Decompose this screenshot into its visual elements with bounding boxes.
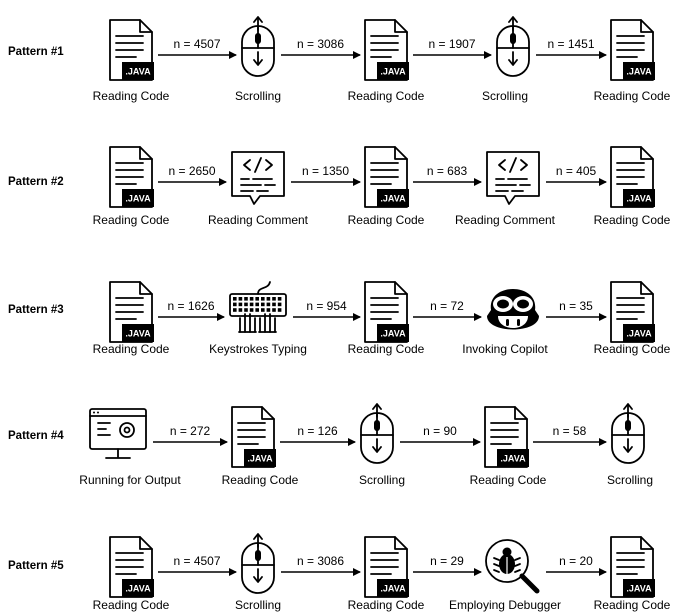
transition-count: n = 72 [430,299,464,313]
transition-count: n = 20 [559,554,593,568]
java-file-icon: .JAVA [109,19,154,81]
transition-count: n = 58 [553,424,587,438]
debugger-icon [485,539,540,594]
svg-text:.JAVA: .JAVA [247,454,273,464]
step-caption: Scrolling [607,473,653,487]
pattern-label: Pattern #2 [8,176,64,188]
step-caption: Reading Code [93,342,170,356]
step-caption: Reading Code [594,89,671,103]
mouse-scroll-icon [611,403,645,464]
transition-count: n = 4507 [173,37,220,51]
svg-text:.JAVA: .JAVA [125,329,151,339]
step-caption: Reading Code [222,473,299,487]
pattern-row: Pattern #3 .JAVA Reading Code Keystrokes Ty… [8,281,671,356]
pattern-row: Pattern #2 .JAVA Reading Code Reading Comme… [8,146,671,227]
step-caption: Reading Code [93,598,170,612]
step-caption: Reading Code [470,473,547,487]
svg-text:.JAVA: .JAVA [380,67,406,77]
svg-text:.JAVA: .JAVA [380,194,406,204]
copilot-icon [487,289,539,330]
java-file-icon: .JAVA [109,536,154,598]
step-caption: Scrolling [235,89,281,103]
step-caption: Reading Code [594,598,671,612]
java-file-icon: .JAVA [364,19,409,81]
pattern-label: Pattern #5 [8,560,64,572]
mouse-scroll-icon [360,403,394,464]
svg-text:.JAVA: .JAVA [500,454,526,464]
java-file-icon: .JAVA [610,536,655,598]
transition-count: n = 3086 [297,37,344,51]
svg-text:.JAVA: .JAVA [626,584,652,594]
svg-text:.JAVA: .JAVA [125,67,151,77]
transition-count: n = 683 [427,164,468,178]
transition-count: n = 954 [306,299,347,313]
transition-count: n = 29 [430,554,464,568]
transition-count: n = 2650 [168,164,215,178]
step-caption: Scrolling [235,598,281,612]
transition-count: n = 405 [556,164,597,178]
monitor-run-icon [89,408,147,459]
java-file-icon: .JAVA [610,281,655,343]
pattern-row: Pattern #1 .JAVA Reading Code Scrolling .JAV… [8,16,671,103]
pattern-label: Pattern #1 [8,46,64,58]
transition-count: n = 90 [423,424,457,438]
step-caption: Employing Debugger [449,598,561,612]
java-file-icon: .JAVA [610,146,655,208]
svg-text:.JAVA: .JAVA [125,194,151,204]
transition-count: n = 35 [559,299,593,313]
step-caption: Reading Code [348,342,425,356]
svg-text:.JAVA: .JAVA [626,329,652,339]
step-caption: Scrolling [359,473,405,487]
comment-code-icon [231,151,285,205]
keyboard-typing-icon [229,281,287,333]
step-caption: Running for Output [79,473,181,487]
step-caption: Reading Code [93,89,170,103]
pattern-row: Pattern #5 .JAVA Reading Code Scrolling .JAV… [8,533,671,612]
step-caption: Reading Code [594,342,671,356]
java-file-icon: .JAVA [364,281,409,343]
svg-text:.JAVA: .JAVA [626,194,652,204]
transition-count: n = 272 [170,424,211,438]
step-caption: Reading Comment [208,213,309,227]
pattern-label: Pattern #4 [8,430,64,442]
svg-text:.JAVA: .JAVA [626,67,652,77]
svg-text:.JAVA: .JAVA [125,584,151,594]
step-caption: Reading Code [594,213,671,227]
transition-count: n = 126 [297,424,338,438]
transition-count: n = 3086 [297,554,344,568]
transition-count: n = 1451 [547,37,594,51]
svg-text:.JAVA: .JAVA [380,584,406,594]
step-caption: Reading Code [93,213,170,227]
java-file-icon: .JAVA [610,19,655,81]
comment-code-icon [486,151,540,205]
mouse-scroll-icon [496,16,530,77]
step-caption: Reading Code [348,89,425,103]
transition-count: n = 1907 [428,37,475,51]
svg-text:.JAVA: .JAVA [380,329,406,339]
step-caption: Reading Code [348,213,425,227]
java-file-icon: .JAVA [231,406,276,468]
java-file-icon: .JAVA [484,406,529,468]
step-caption: Reading Code [348,598,425,612]
step-caption: Invoking Copilot [462,342,548,356]
step-caption: Reading Comment [455,213,556,227]
java-file-icon: .JAVA [364,536,409,598]
mouse-scroll-icon [241,16,275,77]
java-file-icon: .JAVA [109,281,154,343]
step-caption: Scrolling [482,89,528,103]
mouse-scroll-icon [241,533,275,594]
java-file-icon: .JAVA [364,146,409,208]
transition-count: n = 1350 [302,164,349,178]
pattern-label: Pattern #3 [8,304,64,316]
transition-count: n = 4507 [173,554,220,568]
pattern-row: Pattern #4 Running for Output .JAVA Reading… [8,403,653,487]
transition-count: n = 1626 [167,299,214,313]
java-file-icon: .JAVA [109,146,154,208]
step-caption: Keystrokes Typing [209,342,307,356]
